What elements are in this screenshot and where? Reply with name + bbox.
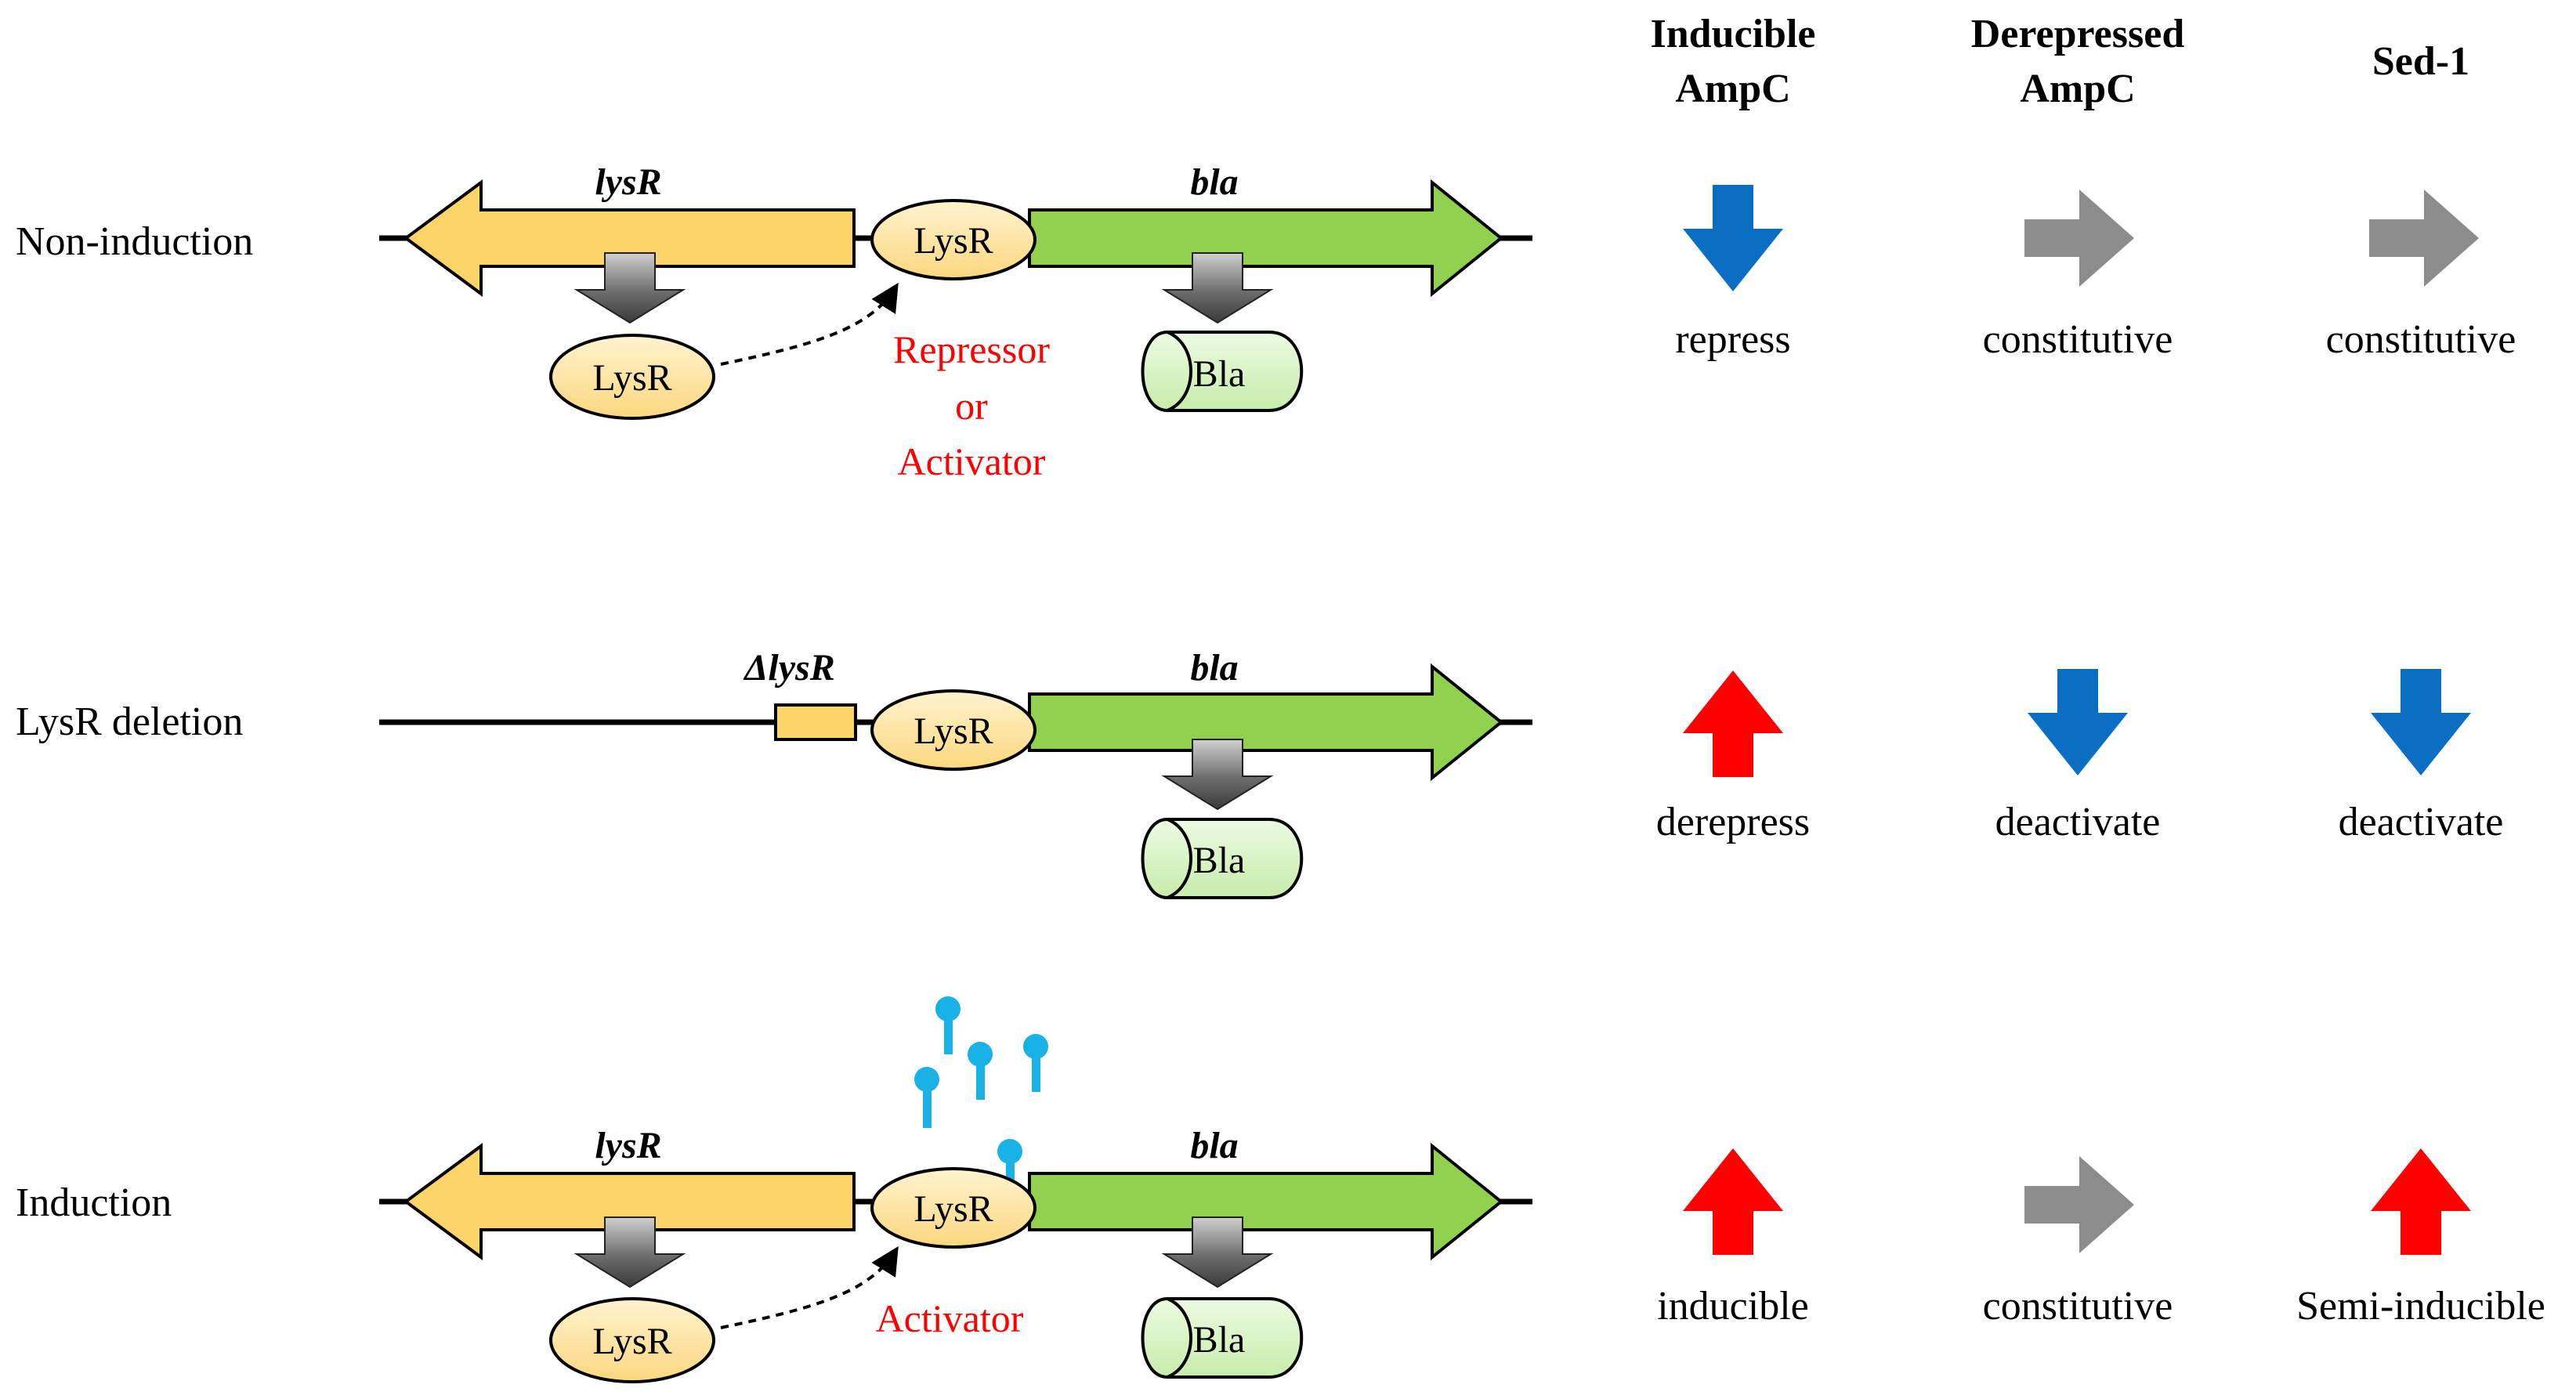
bla-product-shape xyxy=(1141,1297,1304,1379)
lysr-gene-arrow xyxy=(403,1143,856,1260)
column-header-inducible-ampc: Inducible AmpC xyxy=(1651,12,1816,111)
status-text: constitutive xyxy=(2326,317,2516,362)
bla-product-shape xyxy=(1141,818,1304,899)
lysr-protein-promoter xyxy=(870,689,1037,771)
promoter-protein-label: LysR xyxy=(914,220,993,262)
lysr-regulator-protein xyxy=(549,1297,715,1383)
bla-product-label: Bla xyxy=(1193,353,1246,395)
repress-down-arrow xyxy=(1683,185,1783,291)
deactivate-down-arrow xyxy=(2371,669,2471,775)
expression-arrow-lysr xyxy=(573,1216,686,1289)
row-lysr-deletion: LysR deletion LysR ΔlysR bla Bla derepre… xyxy=(16,647,2504,899)
bla-product-label: Bla xyxy=(1193,1319,1246,1361)
inducer-molecules xyxy=(914,996,1048,1180)
inducer-molecule xyxy=(935,996,961,1054)
row-non-induction: Non-induction LysR lysR bla LysR Bla Rep… xyxy=(16,161,2516,483)
lysr-gene-label: lysR xyxy=(595,1125,661,1166)
delta-lysr-label: ΔlysR xyxy=(743,647,834,689)
bla-gene-arrow xyxy=(1028,663,1504,782)
expression-arrow-bla xyxy=(1161,252,1274,324)
derepress-up-arrow xyxy=(1683,671,1783,777)
bla-gene-arrow xyxy=(1028,179,1504,298)
bla-product-label: Bla xyxy=(1193,840,1246,881)
bla-product-edge xyxy=(1167,818,1192,899)
regulator-role-label: Activator xyxy=(876,1296,1024,1340)
bla-product-edge xyxy=(1167,331,1192,412)
inducer-molecule xyxy=(1023,1034,1048,1092)
deactivate-down-arrow xyxy=(2028,669,2128,775)
expression-arrow-bla xyxy=(1161,1216,1274,1289)
regulation-dashed-arrow xyxy=(720,282,899,366)
inducer-molecule xyxy=(914,1067,939,1128)
regulator-role-line1: Repressor xyxy=(893,327,1050,371)
expression-arrow-bla xyxy=(1161,739,1274,811)
status-text: deactivate xyxy=(2339,800,2504,844)
lysr-protein-promoter xyxy=(870,1167,1037,1249)
status-text: derepress xyxy=(1656,800,1810,844)
column-header-line2: AmpC xyxy=(2020,67,2135,111)
lysr-gene-remnant xyxy=(774,703,857,741)
lysr-regulator-protein xyxy=(549,334,715,420)
bla-gene-arrow xyxy=(1028,1142,1504,1261)
column-header-line1: Inducible xyxy=(1651,12,1816,56)
constitutive-right-arrow xyxy=(2024,1156,2134,1253)
promoter-protein-label: LysR xyxy=(914,710,993,752)
bla-gene-label: bla xyxy=(1190,647,1238,689)
row-induction: Induction xyxy=(16,996,2545,1383)
regulator-role-line3: Activator xyxy=(898,439,1046,483)
inducer-molecule xyxy=(968,1042,993,1100)
status-text: constitutive xyxy=(1983,317,2173,362)
row-label: LysR deletion xyxy=(16,700,243,744)
lysr-protein-promoter xyxy=(870,199,1037,280)
status-text: constitutive xyxy=(1983,1284,2173,1329)
lysr-gene-arrow xyxy=(403,179,856,297)
inducible-up-arrow xyxy=(1683,1148,1783,1255)
promoter-protein-label: LysR xyxy=(914,1188,993,1230)
column-header-sed-1: Sed-1 xyxy=(2372,39,2469,84)
row-label: Induction xyxy=(16,1180,172,1225)
column-header-line1: Derepressed xyxy=(1971,12,2185,56)
constitutive-right-arrow xyxy=(2024,190,2134,287)
regulator-protein-label: LysR xyxy=(592,357,671,399)
bla-gene-label: bla xyxy=(1190,1125,1238,1166)
status-text: inducible xyxy=(1657,1284,1809,1329)
bla-gene-label: bla xyxy=(1190,161,1238,203)
status-text: repress xyxy=(1675,317,1790,362)
bla-product-edge xyxy=(1167,1297,1192,1379)
regulator-role-line2: or xyxy=(955,384,988,428)
column-header-derepressed-ampc: Derepressed AmpC xyxy=(1971,12,2185,111)
inducer-molecule-bound xyxy=(997,1139,1022,1180)
regulator-protein-label: LysR xyxy=(592,1321,671,1362)
regulation-dashed-arrow xyxy=(720,1245,899,1329)
lysr-gene-label: lysR xyxy=(595,161,661,203)
constitutive-right-arrow xyxy=(2369,190,2479,287)
status-text: Semi-inducible xyxy=(2296,1284,2545,1329)
semi-inducible-up-arrow xyxy=(2371,1148,2471,1255)
status-text: deactivate xyxy=(1995,800,2161,844)
column-header-line1: Sed-1 xyxy=(2372,39,2469,84)
row-label: Non-induction xyxy=(16,219,253,264)
column-header-line2: AmpC xyxy=(1675,67,1790,111)
bla-product-shape xyxy=(1141,331,1304,412)
expression-arrow-lysr xyxy=(573,252,686,324)
